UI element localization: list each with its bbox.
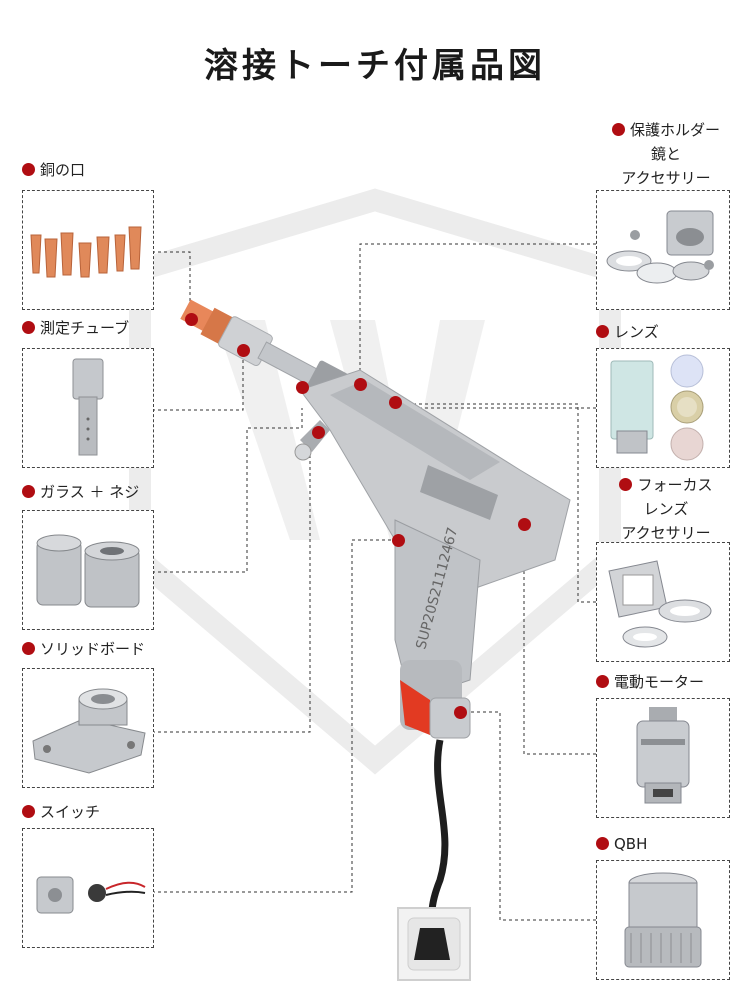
- box-protective-holder: [596, 190, 730, 310]
- label-text: フォーカス: [637, 476, 713, 494]
- label-switch: スイッチ: [22, 803, 100, 822]
- label-text-line3: アクセサリー: [621, 169, 711, 187]
- label-text: 銅の口: [40, 161, 86, 179]
- label-text: ガラス ＋ ネジ: [40, 483, 140, 501]
- marker-dot-qbh: [454, 706, 467, 719]
- marker-dot-solid-board: [312, 426, 325, 439]
- label-solid-board: ソリッドボード: [22, 640, 145, 659]
- label-text: QBH: [614, 835, 648, 853]
- label-text: 保護ホルダー: [629, 121, 720, 139]
- label-glass-screw: ガラス ＋ ネジ: [22, 483, 139, 502]
- marker-dot-copper-nozzle: [185, 313, 198, 326]
- label-measuring-tube: 測定チューブ: [22, 319, 129, 338]
- marker-dot-measuring-tube: [237, 344, 250, 357]
- lens-image: [610, 354, 704, 461]
- copper-nozzle-image: [30, 226, 142, 278]
- switch-image: [36, 876, 146, 914]
- box-qbh: [596, 860, 730, 980]
- bullet-dot: [22, 642, 35, 655]
- label-text: レンズ: [614, 323, 659, 341]
- box-focus-lens: [596, 542, 730, 662]
- bullet-dot: [22, 321, 35, 334]
- box-switch: [22, 828, 154, 948]
- label-lens: レンズ: [596, 323, 659, 342]
- marker-dot-switch: [392, 534, 405, 547]
- bullet-dot: [22, 805, 35, 818]
- page-title: 溶接トーチ付属品図: [204, 46, 546, 86]
- box-copper-nozzle: [22, 190, 154, 310]
- glass-screw-image: [36, 534, 140, 608]
- protective-holder-image: [606, 210, 714, 284]
- label-text: スイッチ: [40, 803, 101, 821]
- measuring-tube-image: [72, 358, 104, 456]
- bullet-dot: [596, 675, 609, 688]
- label-protective-holder: 保護ホルダー 鏡と アクセサリー: [596, 121, 736, 188]
- box-solid-board: [22, 668, 154, 788]
- solid-board-image: [32, 688, 146, 774]
- label-focus-lens: フォーカス レンズ アクセサリー: [596, 476, 736, 543]
- label-text-line2: 鏡と: [650, 145, 681, 163]
- focus-lens-image: [608, 560, 712, 648]
- label-copper-nozzle: 銅の口: [22, 161, 85, 180]
- label-text: 測定チューブ: [40, 319, 130, 337]
- box-glass-screw: [22, 510, 154, 630]
- label-text-line2: レンズ: [643, 500, 689, 518]
- marker-dot-focus-lens: [518, 518, 531, 531]
- bullet-dot: [22, 485, 35, 498]
- qbh-image: [624, 872, 702, 968]
- marker-dot-glass-screw: [296, 381, 309, 394]
- marker-dot-protective-holder: [354, 378, 367, 391]
- box-motor: [596, 698, 730, 818]
- label-text-line3: アクセサリー: [621, 524, 711, 542]
- box-measuring-tube: [22, 348, 154, 468]
- box-lens: [596, 348, 730, 468]
- label-text: 電動モーター: [614, 673, 705, 691]
- marker-dot-lens: [389, 396, 402, 409]
- bullet-dot: [22, 163, 35, 176]
- label-motor: 電動モーター: [596, 673, 704, 692]
- motor-image: [636, 707, 690, 804]
- bullet-dot: [596, 325, 609, 338]
- bullet-dot: [611, 123, 625, 136]
- bullet-dot: [596, 837, 609, 850]
- bullet-dot: [619, 478, 633, 491]
- label-qbh: QBH: [596, 835, 647, 854]
- label-text: ソリッドボード: [40, 640, 146, 658]
